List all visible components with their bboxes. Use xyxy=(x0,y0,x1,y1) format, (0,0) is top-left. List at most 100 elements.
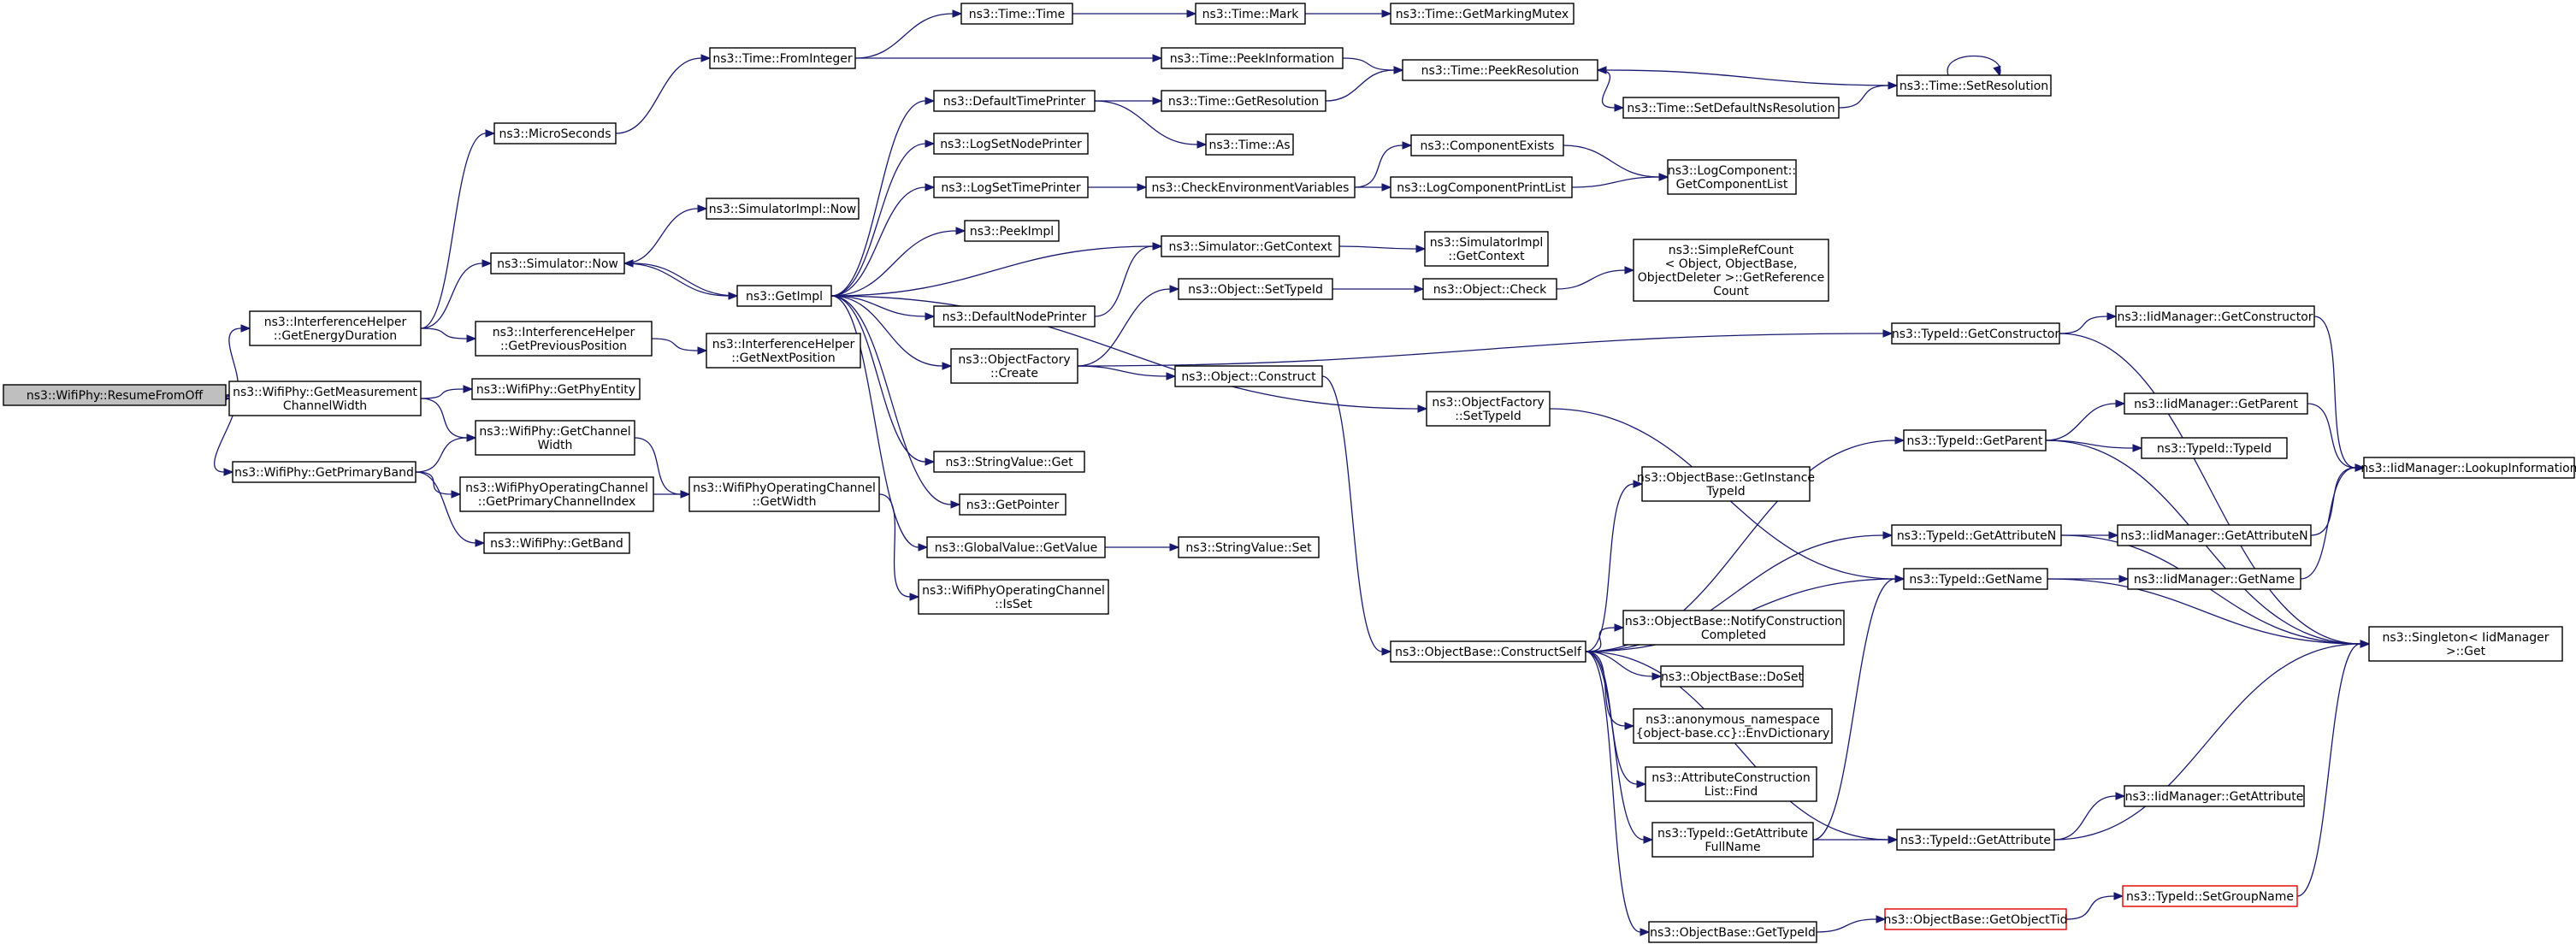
node-getres[interactable]: ns3::Time::GetResolution xyxy=(1161,90,1326,112)
node-primband[interactable]: ns3::WifiPhy::GetPrimaryBand xyxy=(232,461,417,483)
node-micro[interactable]: ns3::MicroSeconds xyxy=(493,122,617,145)
node-envdict[interactable]: ns3::anonymous_namespace{object-base.cc}… xyxy=(1633,708,1833,744)
node-getctor[interactable]: ns3::TypeId::GetConstructor xyxy=(1891,322,2060,345)
node-box xyxy=(2122,885,2298,907)
node-nextpos[interactable]: ns3::InterferenceHelper::GetNextPosition xyxy=(706,333,861,369)
node-constructself[interactable]: ns3::ObjectBase::ConstructSelf xyxy=(1390,640,1586,663)
node-compexists[interactable]: ns3::ComponentExists xyxy=(1410,134,1564,156)
node-getattrn[interactable]: ns3::TypeId::GetAttributeN xyxy=(1891,524,2062,546)
node-timeas[interactable]: ns3::Time::As xyxy=(1205,133,1294,156)
node-getobjtid[interactable]: ns3::ObjectBase::GetObjectTid xyxy=(1883,908,2068,930)
node-label: TypeId xyxy=(1705,485,1745,499)
node-ofcreate[interactable]: ns3::ObjectFactory::Create xyxy=(950,348,1078,384)
edge-setid-to-objcheck xyxy=(1332,285,1425,293)
node-label: ns3::DefaultNodePrinter xyxy=(942,310,1087,324)
node-tidtid[interactable]: ns3::TypeId::TypeId xyxy=(2141,437,2288,459)
node-box xyxy=(706,333,861,369)
node-prevpos[interactable]: ns3::InterferenceHelper::GetPreviousPosi… xyxy=(475,321,653,357)
node-peekres[interactable]: ns3::Time::PeekResolution xyxy=(1402,59,1598,81)
node-getattr[interactable]: ns3::TypeId::GetAttribute xyxy=(1896,829,2055,851)
edge-constructself-to-getattrn xyxy=(1585,531,1894,652)
node-simnow[interactable]: ns3::Simulator::Now xyxy=(490,252,625,274)
arrowhead xyxy=(2118,575,2130,583)
node-resume[interactable]: ns3::WifiPhy::ResumeFromOff xyxy=(3,384,227,406)
node-peekinfo[interactable]: ns3::Time::PeekInformation xyxy=(1161,47,1344,69)
node-lookup[interactable]: ns3::IidManager::LookupInformation xyxy=(2360,457,2576,479)
node-simimplctx[interactable]: ns3::SimulatorImpl::GetContext xyxy=(1424,231,1549,267)
node-getmutex[interactable]: ns3::Time::GetMarkingMutex xyxy=(1390,3,1575,25)
node-construct[interactable]: ns3::Object::Construct xyxy=(1174,365,1323,387)
node-getname[interactable]: ns3::TypeId::GetName xyxy=(1903,568,2048,590)
node-logprint[interactable]: ns3::LogComponentPrintList xyxy=(1390,176,1573,198)
node-opwidth[interactable]: ns3::WifiPhyOperatingChannel::GetWidth xyxy=(688,476,880,512)
node-label: ns3::MicroSeconds xyxy=(499,127,611,141)
edge-line xyxy=(2065,895,2115,920)
node-label: ns3::Time::SetResolution xyxy=(1900,80,2048,93)
node-imgetctor[interactable]: ns3::IidManager::GetConstructor xyxy=(2115,305,2315,327)
node-label: ns3::Time::GetResolution xyxy=(1168,95,1319,109)
node-box xyxy=(1622,610,1845,646)
node-lsnp[interactable]: ns3::LogSetNodePrinter xyxy=(933,133,1089,155)
arrowhead xyxy=(1137,183,1148,192)
node-fromint[interactable]: ns3::Time::FromInteger xyxy=(709,47,856,69)
node-label: ns3::Time::Mark xyxy=(1202,8,1300,21)
node-imgetparent[interactable]: ns3::IidManager::GetParent xyxy=(2124,392,2308,415)
arrowhead xyxy=(1381,183,1392,192)
node-defnp[interactable]: ns3::DefaultNodePrinter xyxy=(933,305,1096,327)
node-box xyxy=(933,133,1089,155)
node-setdefres[interactable]: ns3::Time::SetDefaultNsResolution xyxy=(1622,97,1840,119)
node-ofsettid[interactable]: ns3::ObjectFactory::SetTypeId xyxy=(1426,391,1551,427)
node-deftp[interactable]: ns3::DefaultTimePrinter xyxy=(933,90,1096,112)
node-lstp[interactable]: ns3::LogSetTimePrinter xyxy=(933,176,1089,198)
edge-line xyxy=(420,398,468,439)
node-box xyxy=(1660,665,1804,687)
node-simgetctx[interactable]: ns3::Simulator::GetContext xyxy=(1161,235,1340,257)
edge-getobjtid-to-setgroup xyxy=(2065,892,2124,920)
node-label: ns3::IidManager::GetName xyxy=(2134,573,2295,587)
node-svset[interactable]: ns3::StringValue::Set xyxy=(1178,536,1320,558)
node-imgetattr[interactable]: ns3::IidManager::GetAttribute xyxy=(2124,785,2305,807)
edge-line xyxy=(2047,578,2361,645)
edge-line xyxy=(1321,375,1383,652)
edge-line xyxy=(415,471,452,495)
node-checkenv[interactable]: ns3::CheckEnvironmentVariables xyxy=(1145,176,1356,198)
edge-getimpl-to-ofsettid xyxy=(830,295,1428,413)
node-logcomplist[interactable]: ns3::LogComponent::GetComponentList xyxy=(1667,159,1797,195)
node-obgettid[interactable]: ns3::ObjectBase::GetTypeId xyxy=(1648,921,1817,943)
node-setres[interactable]: ns3::Time::SetResolution xyxy=(1896,74,2052,97)
node-notify[interactable]: ns3::ObjectBase::NotifyConstructionCompl… xyxy=(1622,610,1845,646)
node-singleton[interactable]: ns3::Singleton< IidManager>::Get xyxy=(2368,626,2563,662)
node-isset[interactable]: ns3::WifiPhyOperatingChannel::IsSet xyxy=(918,579,1109,615)
node-phyentity[interactable]: ns3::WifiPhy::GetPhyEntity xyxy=(471,378,641,400)
node-setid[interactable]: ns3::Object::SetTypeId xyxy=(1178,278,1333,300)
node-getimpl[interactable]: ns3::GetImpl xyxy=(736,285,832,307)
node-energy[interactable]: ns3::InterferenceHelper::GetEnergyDurati… xyxy=(249,310,422,346)
node-simimplnow[interactable]: ns3::SimulatorImpl::Now xyxy=(706,198,860,220)
node-objcheck[interactable]: ns3::Object::Check xyxy=(1422,278,1557,300)
node-imgetname[interactable]: ns3::IidManager::GetName xyxy=(2127,568,2301,590)
edge-line xyxy=(1585,651,1641,933)
node-simplerefcount[interactable]: ns3::SimpleRefCount< Object, ObjectBase,… xyxy=(1633,239,1829,302)
node-box xyxy=(2115,305,2315,327)
node-doset[interactable]: ns3::ObjectBase::DoSet xyxy=(1660,665,1804,687)
node-peekimpl[interactable]: ns3::PeekImpl xyxy=(964,220,1060,242)
arrowhead xyxy=(1894,436,1905,445)
node-primidx[interactable]: ns3::WifiPhyOperatingChannel::GetPrimary… xyxy=(459,476,654,512)
node-svget[interactable]: ns3::StringValue::Get xyxy=(933,451,1085,473)
node-gvget[interactable]: ns3::GlobalValue::GetValue xyxy=(926,536,1106,558)
node-mark[interactable]: ns3::Time::Mark xyxy=(1195,3,1306,25)
node-setgroup[interactable]: ns3::TypeId::SetGroupName xyxy=(2122,885,2298,907)
edge-imgetattrn-to-lookup xyxy=(2310,463,2366,536)
node-getptr[interactable]: ns3::GetPointer xyxy=(959,493,1066,516)
node-getband[interactable]: ns3::WifiPhy::GetBand xyxy=(483,532,630,554)
node-box xyxy=(1390,3,1575,25)
node-box xyxy=(493,122,617,145)
node-timetime[interactable]: ns3::Time::Time xyxy=(960,3,1073,25)
node-getparent[interactable]: ns3::TypeId::GetParent xyxy=(1903,429,2047,451)
node-imgetattrn[interactable]: ns3::IidManager::GetAttributeN xyxy=(2117,524,2312,546)
